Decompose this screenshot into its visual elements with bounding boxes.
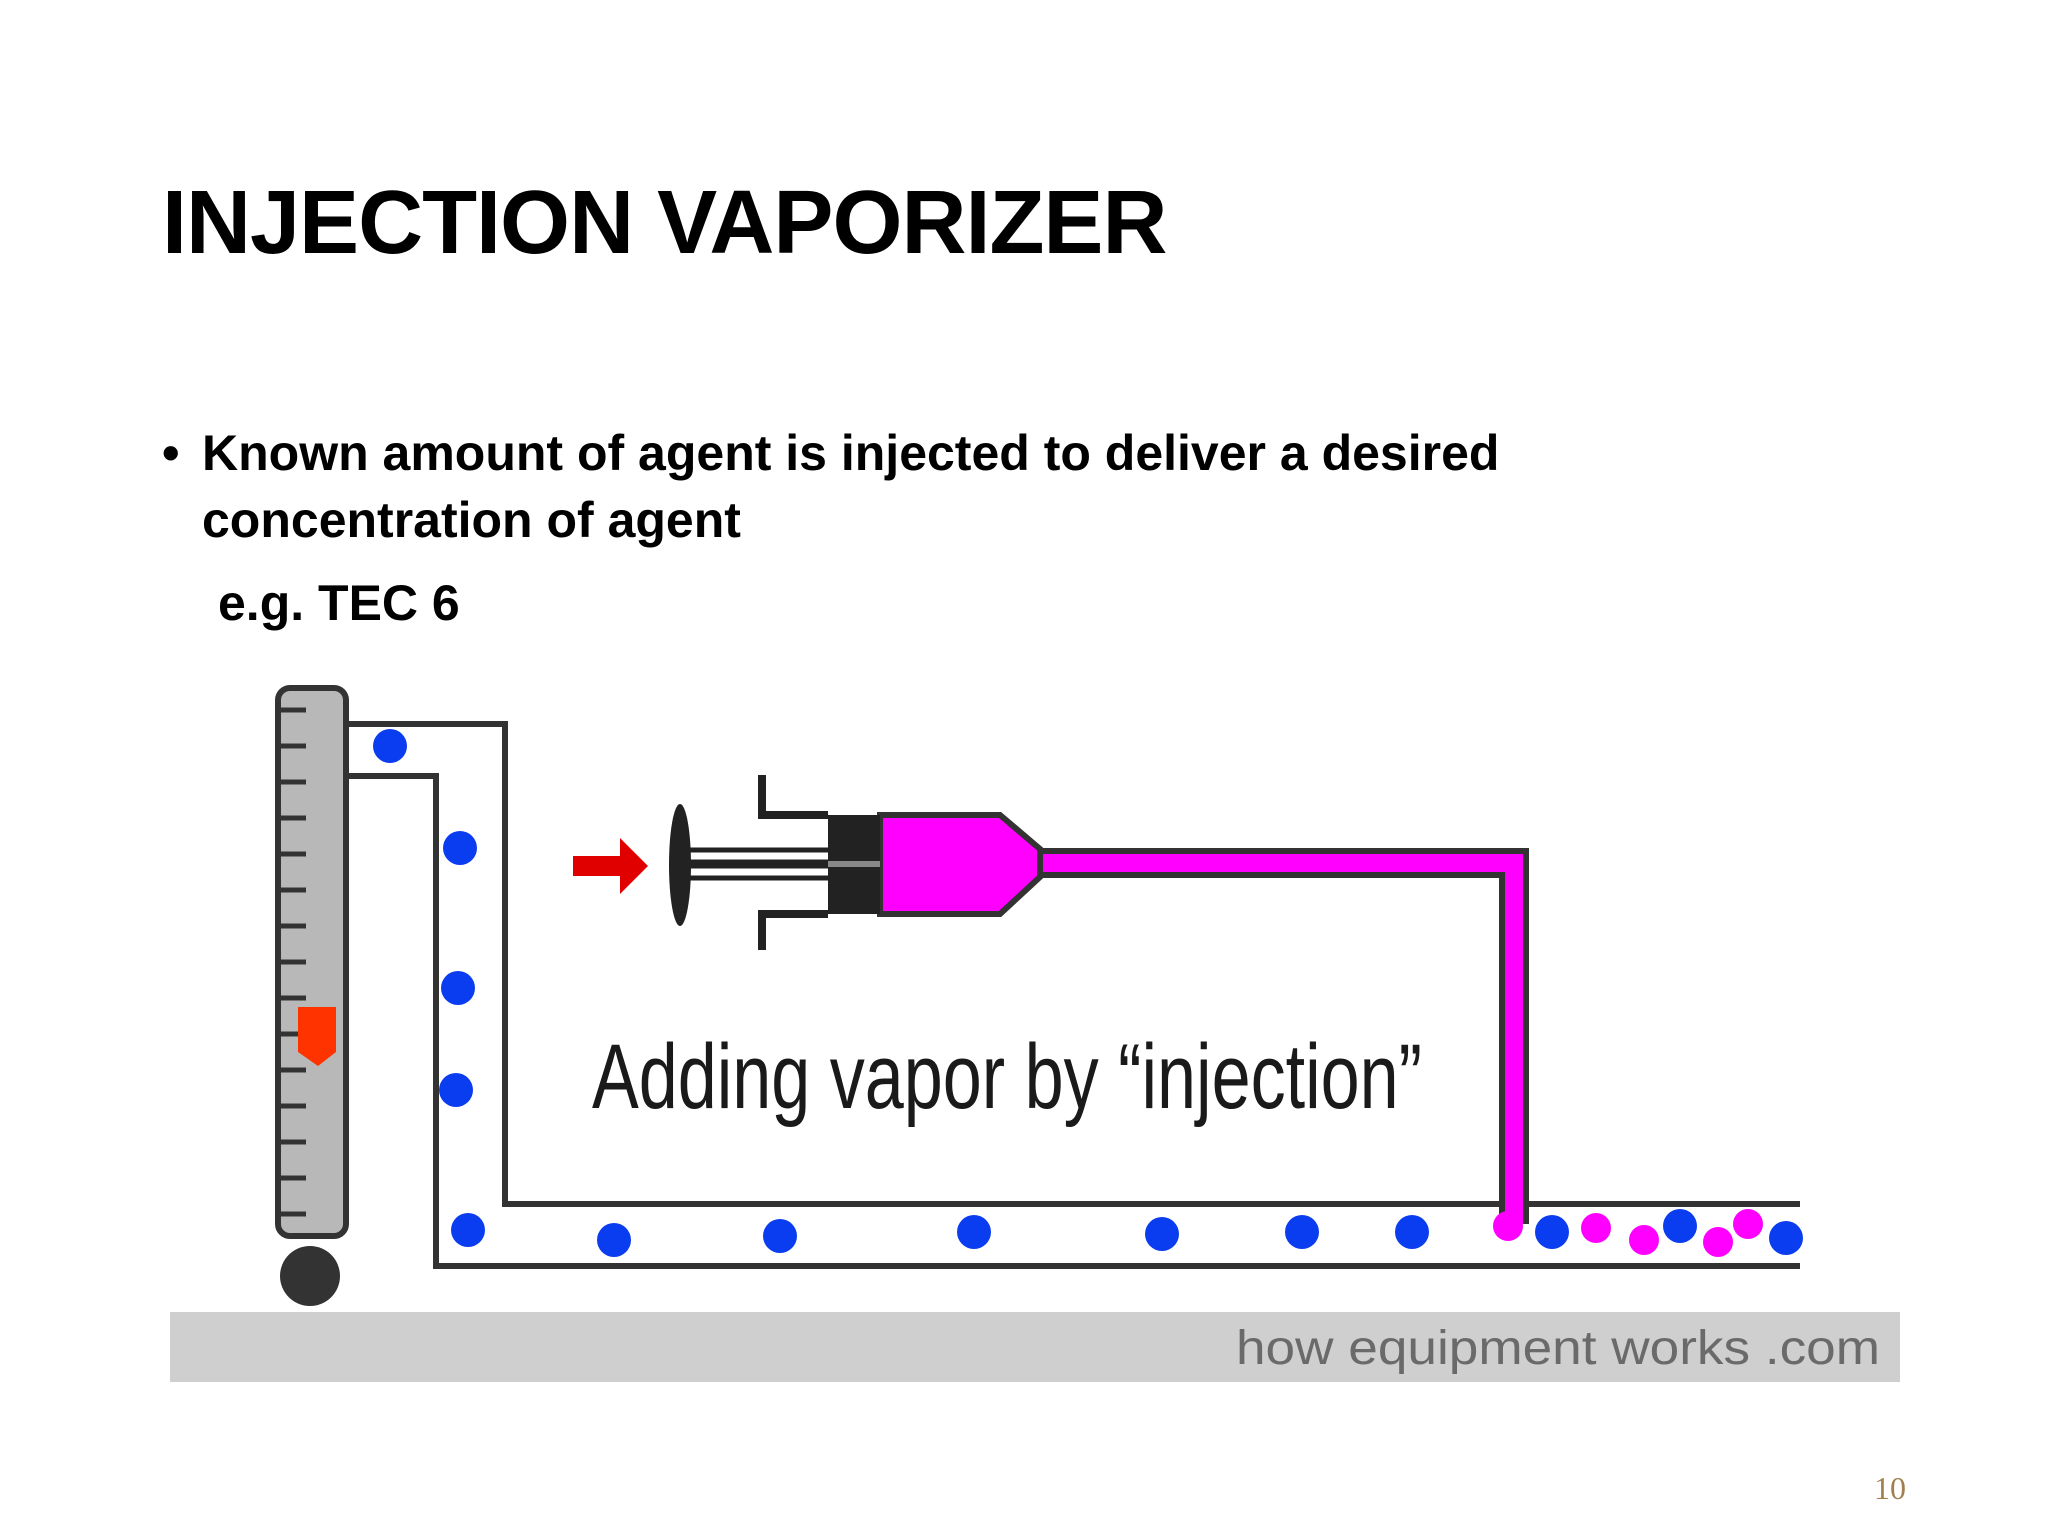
slide-title: INJECTION VAPORIZER [162, 173, 1167, 273]
agent-line [1012, 848, 1529, 1224]
float-indicator [298, 1007, 336, 1066]
flowmeter-knob [280, 1246, 340, 1306]
bullet-item: • Known amount of agent is injected to d… [162, 420, 1662, 554]
bullet-text: Known amount of agent is injected to del… [202, 425, 1500, 548]
flowmeter-icon [275, 685, 349, 1306]
diagram-caption: Adding vapor by “injection” [592, 1026, 1422, 1128]
carrier-gas-particles [373, 729, 1803, 1257]
push-arrow-icon [573, 838, 648, 894]
credit-band [170, 1312, 1900, 1382]
agent-vapor-particles [1493, 1209, 1763, 1257]
credit-text: how equipment works .com [1236, 1322, 1880, 1375]
example-text: e.g. TEC 6 [218, 575, 460, 631]
syringe-icon [669, 775, 1043, 950]
diagram-background [170, 660, 1900, 1380]
page-number: 10 [1874, 1470, 1906, 1506]
bullet-marker: • [162, 425, 180, 481]
gas-pathway [346, 721, 1800, 1269]
